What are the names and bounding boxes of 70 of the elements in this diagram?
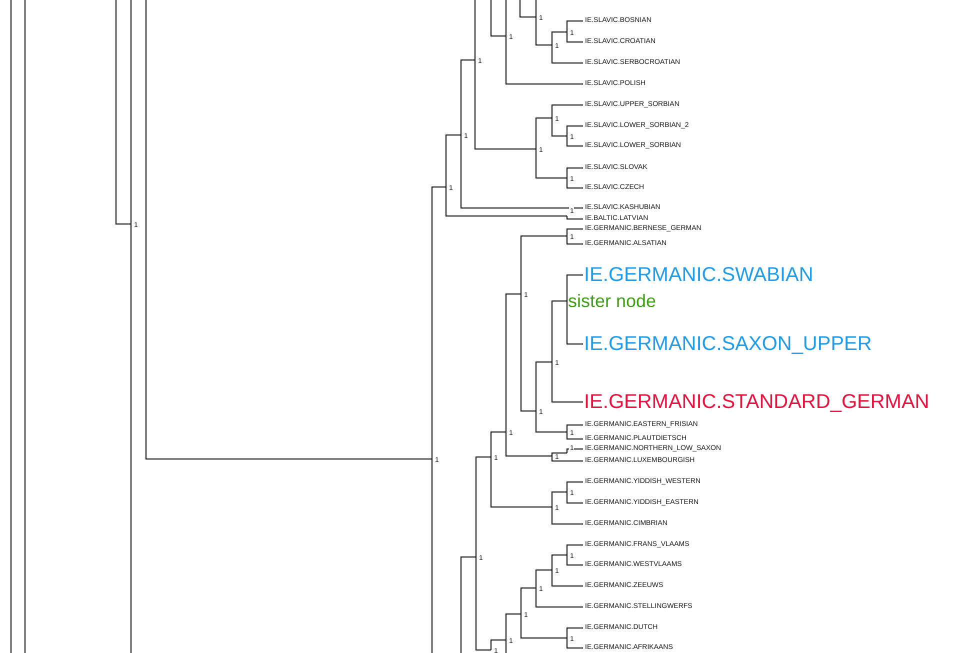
tree-branch [536, 410, 568, 432]
tree-branch [566, 638, 584, 648]
taxon-label: IE.GERMANIC.STANDARD_GERMAN [583, 390, 930, 414]
tree-branch [130, 0, 132, 224]
tree-branch [566, 448, 584, 454]
tree-branch [520, 294, 536, 412]
tree-branch [130, 224, 132, 653]
tree-branch [446, 134, 462, 188]
tree-branch [552, 456, 584, 462]
tree-branch [536, 588, 584, 608]
tree-branch [552, 362, 584, 402]
tree-branch [520, 0, 536, 18]
tree-branch [566, 236, 584, 244]
tree-branch [446, 186, 568, 216]
tree-branch [536, 148, 568, 178]
node-label: sister node [567, 290, 656, 312]
tree-branch [566, 168, 584, 178]
tree-branch [566, 492, 584, 504]
tree-branch [552, 104, 584, 118]
tree-branch [566, 628, 584, 638]
tree-branch [520, 614, 568, 638]
tree-branch [490, 640, 506, 650]
tree-branch [520, 588, 536, 614]
tree-branch [476, 556, 492, 650]
tree-branch [490, 0, 506, 36]
tree-branch [552, 118, 568, 136]
tree-branch [520, 236, 568, 294]
tree-branch [552, 492, 568, 508]
tree-branch [566, 544, 584, 556]
tree-branch [566, 554, 584, 566]
tree-branch [566, 274, 584, 302]
tree-branch [566, 20, 584, 32]
taxon-label: IE.GERMANIC.SAXON_UPPER [583, 332, 872, 356]
tree-branch [552, 452, 568, 456]
tree-branch [476, 456, 492, 558]
tree-branch [552, 32, 568, 46]
tree-branch [432, 186, 446, 460]
tree-branch [506, 36, 584, 84]
tree-branch [506, 294, 522, 432]
tree-branch [506, 432, 552, 456]
tree-branch [552, 300, 568, 362]
tree-branch [566, 228, 584, 236]
tree-branch [506, 614, 522, 640]
tree-branch [116, 0, 132, 224]
tree-branch [460, 134, 584, 208]
tree-branch [552, 554, 568, 570]
tree-branch [552, 506, 584, 524]
tree-branch [536, 16, 552, 46]
tree-branch [490, 432, 506, 458]
tree-branch [566, 178, 584, 188]
tree-branch [460, 556, 476, 653]
tree-branch [566, 424, 584, 432]
tree-branch [490, 456, 552, 508]
tree-branch [566, 136, 584, 146]
tree-branch [536, 118, 552, 150]
tree-branch [552, 44, 584, 64]
tree-branch [460, 60, 476, 136]
tree-branch [566, 216, 584, 220]
tree-branch [566, 32, 584, 42]
tree-branch [566, 300, 584, 344]
tree-branch [536, 570, 552, 588]
tree-branch [566, 432, 584, 440]
tree-branch [552, 570, 584, 586]
tree-branch [566, 482, 584, 492]
tree-branch [536, 362, 552, 412]
tree-branch [474, 60, 536, 150]
tree-branch [566, 126, 584, 136]
tree-branch [474, 0, 476, 60]
taxon-label: IE.GERMANIC.SWABIAN [583, 263, 814, 287]
tree-branch [146, 0, 432, 460]
